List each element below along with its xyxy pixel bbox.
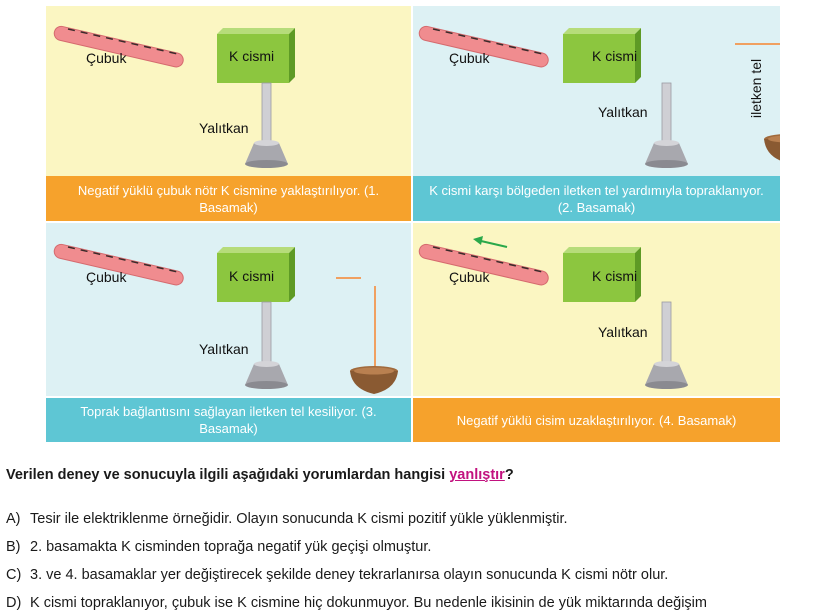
panel-step-4: Çubuk K cismi Yalıtkan Negatif yüklü cis… [413, 223, 780, 442]
option-letter: C) [6, 567, 22, 583]
movement-arrow-icon [473, 236, 508, 248]
conductor-wire [735, 43, 780, 45]
caption-step-1: Negatif yüklü çubuk nötr K cismine yakla… [46, 176, 411, 221]
experiment-figure: Çubuk K cismi Yalıtkan Negatif yüklü çub… [46, 6, 780, 442]
panel-step-1: Çubuk K cismi Yalıtkan Negatif yüklü çub… [46, 6, 411, 221]
k-object [217, 28, 295, 83]
insulator-label: Yalıtkan [199, 341, 249, 357]
k-object-label: K cismi [229, 48, 275, 64]
option-b[interactable]: B) 2. basamakta K cisminden toprağa negat… [6, 539, 431, 555]
option-letter: A) [6, 511, 21, 527]
option-a[interactable]: A) Tesir ile elektriklenme örneğidir. Ola… [6, 511, 568, 527]
rod-label: Çubuk [86, 50, 127, 66]
rod-label: Çubuk [86, 269, 127, 285]
option-letter: B) [6, 539, 21, 555]
insulator-label: Yalıtkan [598, 324, 648, 340]
insulator-stand [645, 301, 688, 389]
wire-label: iletken tel [748, 58, 764, 118]
insulator-label: Yalıtkan [199, 120, 249, 136]
panel-step-2: Çubuk K cismi Yalıtkan iletken tel K cis… [413, 6, 780, 221]
panel-3-drawing [46, 223, 411, 396]
rod [418, 243, 549, 286]
ground-pot [764, 134, 780, 161]
insulator-label: Yalıtkan [598, 104, 648, 120]
k-object [217, 247, 295, 302]
panel-1-drawing [46, 6, 411, 176]
rod [53, 25, 184, 68]
option-text: 3. ve 4. basamaklar yer değiştirecek şek… [30, 567, 669, 583]
panel-step-3: Çubuk K cismi Yalıtkan Toprak bağlantısı… [46, 223, 411, 442]
k-object [563, 247, 641, 302]
option-text: K cismi topraklanıyor, çubuk ise K cismi… [30, 595, 707, 611]
question-highlight: yanlıştır [449, 467, 505, 483]
rod-label: Çubuk [449, 269, 490, 285]
question-prefix: Verilen deney ve sonucuyla ilgili aşağıd… [6, 467, 450, 483]
rod [418, 25, 549, 68]
option-text: 2. basamakta K cisminden toprağa negatif… [30, 539, 432, 555]
ground-pot [350, 366, 398, 394]
k-object [563, 28, 641, 83]
caption-step-4: Negatif yüklü cisim uzaklaştırılıyor. (4… [413, 398, 780, 442]
insulator-stand [645, 82, 688, 168]
k-object-label: K cismi [592, 48, 638, 64]
insulator-stand [245, 82, 288, 168]
caption-step-3: Toprak bağlantısını sağlayan iletken tel… [46, 398, 411, 442]
rod-label: Çubuk [449, 50, 490, 66]
caption-step-2: K cismi karşı bölgeden iletken tel yardı… [413, 176, 780, 221]
k-object-label: K cismi [229, 268, 275, 284]
option-text: Tesir ile elektriklenme örneğidir. Olayı… [30, 511, 568, 527]
panel-2-drawing [413, 6, 780, 176]
option-letter: D) [6, 595, 22, 611]
panel-4-drawing [413, 223, 780, 396]
insulator-stand [245, 301, 288, 389]
question-suffix: ? [504, 467, 514, 483]
rod [53, 243, 184, 286]
k-object-label: K cismi [592, 268, 638, 284]
option-d[interactable]: D) K cismi topraklanıyor, çubuk ise K cis… [6, 595, 707, 611]
option-c[interactable]: C) 3. ve 4. basamaklar yer değiştirecek ş… [6, 567, 668, 583]
question-text: Verilen deney ve sonucuyla ilgili aşağıd… [6, 467, 514, 483]
